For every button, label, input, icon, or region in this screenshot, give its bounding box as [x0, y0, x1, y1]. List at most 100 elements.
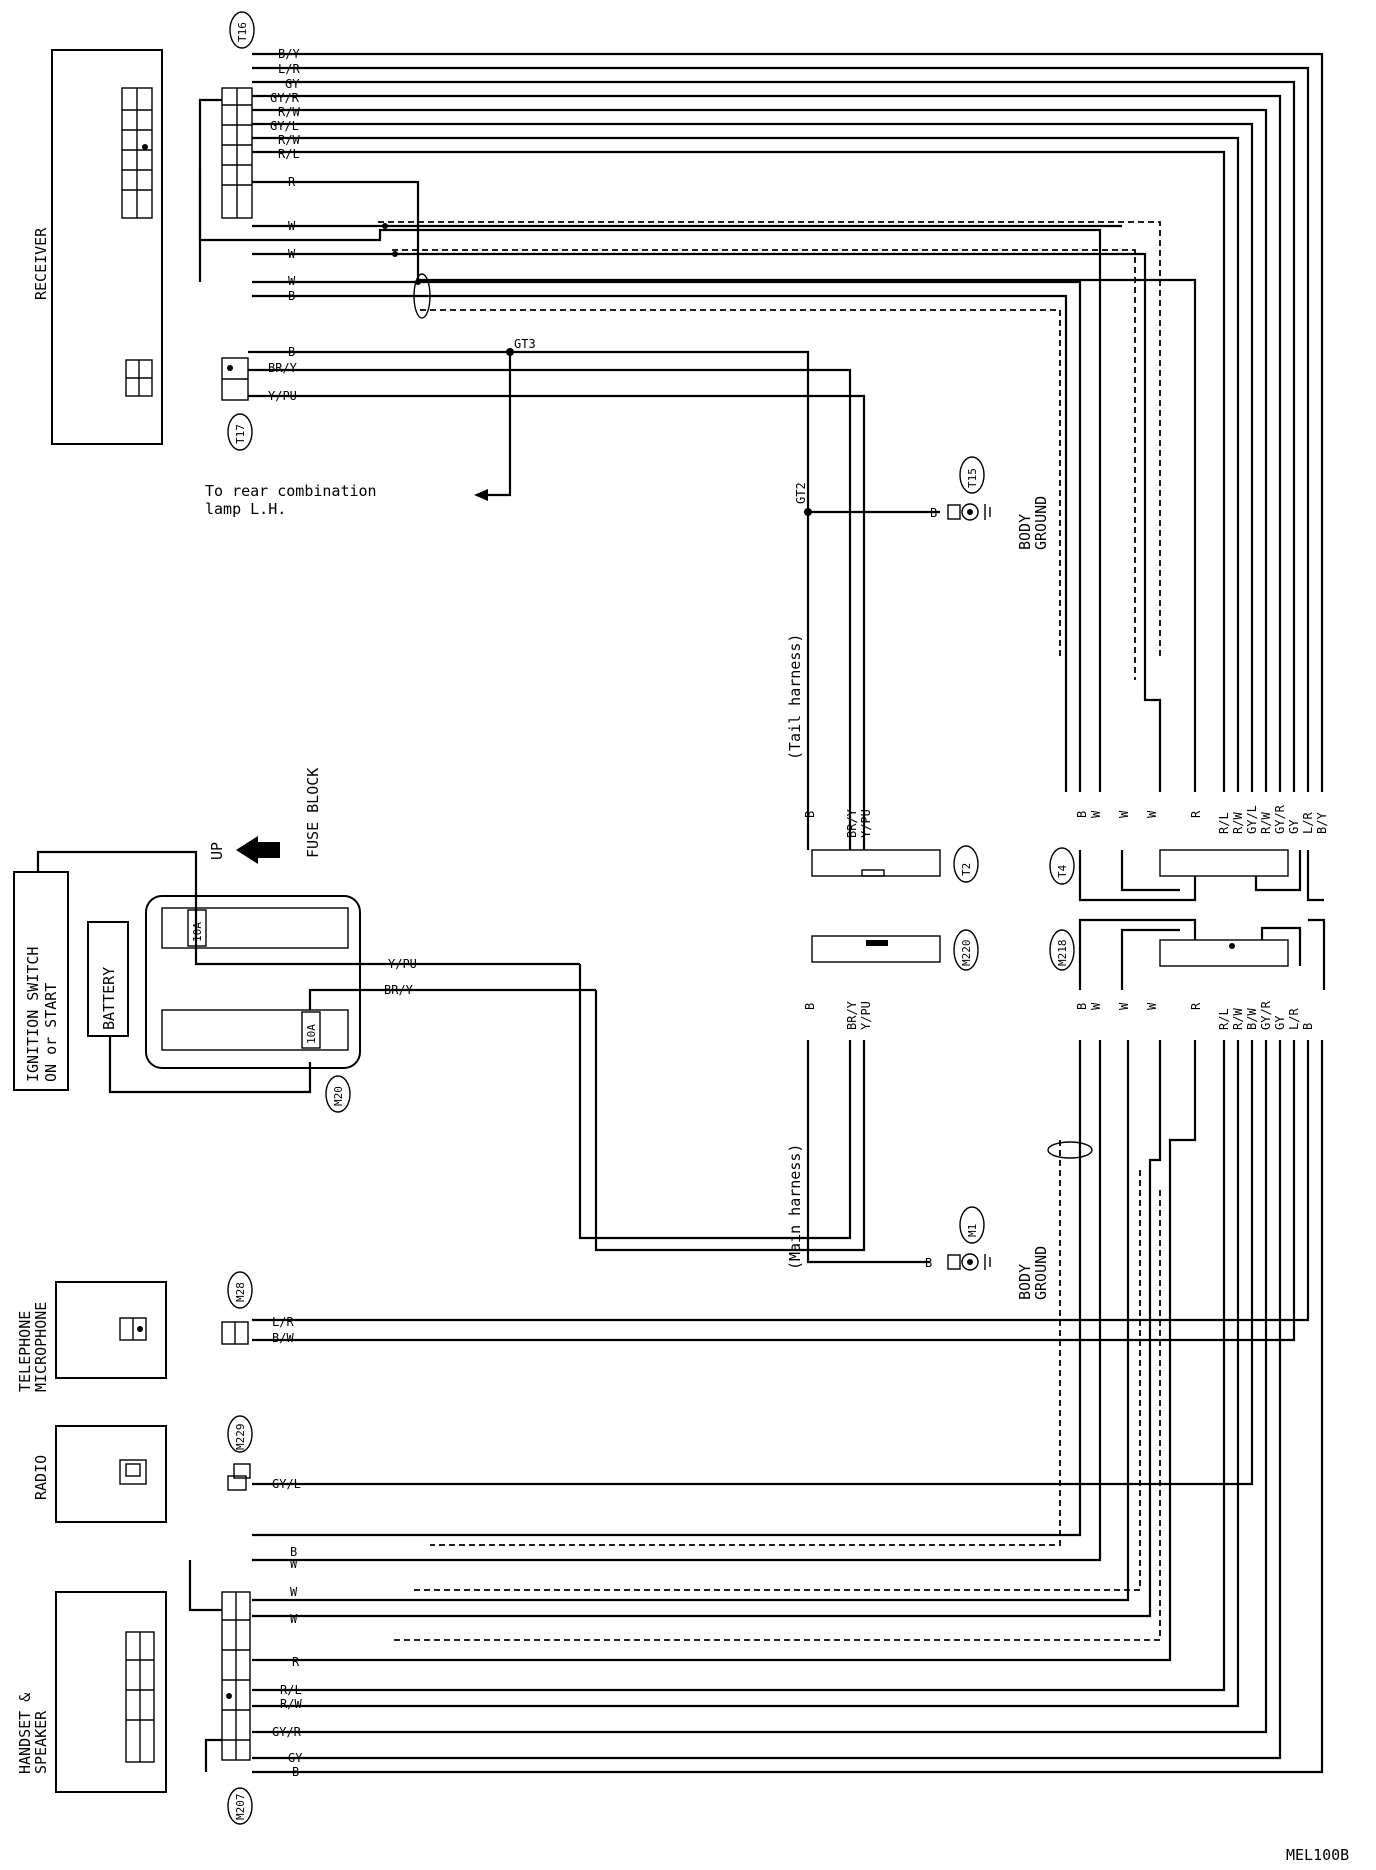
- t15-ground: GT2 B T15 BODY GROUND: [794, 456, 1050, 550]
- svg-text:10A: 10A: [305, 1024, 318, 1044]
- svg-text:W: W: [1117, 1002, 1131, 1010]
- svg-text:GY: GY: [1287, 819, 1301, 834]
- svg-text:TELEPHONE: TELEPHONE: [16, 1311, 34, 1392]
- svg-text:R: R: [292, 1655, 300, 1669]
- svg-text:W: W: [290, 1585, 298, 1599]
- t17-wires: GT3 To rear combination lamp L.H.: [205, 337, 866, 850]
- battery: BATTERY: [87, 921, 312, 1094]
- svg-text:B: B: [290, 1545, 297, 1559]
- receiver-wire-labels: B/Y L/R GY GY/R R/W GY/L R/W R/L R W W W…: [270, 47, 300, 303]
- svg-text:HANDSET &: HANDSET &: [16, 1693, 34, 1774]
- svg-text:To rear combination: To rear combination: [205, 482, 377, 500]
- svg-text:B: B: [1301, 1023, 1315, 1030]
- receiver-box: [51, 49, 163, 445]
- svg-text:M229: M229: [234, 1424, 247, 1451]
- svg-text:W: W: [1145, 1002, 1159, 1010]
- svg-text:W: W: [290, 1557, 298, 1571]
- svg-text:BODY: BODY: [1016, 1264, 1034, 1300]
- receiver-wires: [198, 52, 1324, 792]
- svg-text:GROUND: GROUND: [1032, 1246, 1050, 1300]
- up-arrow-icon: [236, 836, 280, 864]
- svg-text:B/W: B/W: [1245, 1008, 1259, 1030]
- svg-text:B/Y: B/Y: [1315, 812, 1329, 834]
- svg-text:B: B: [1075, 811, 1089, 818]
- svg-text:L/R: L/R: [1287, 1008, 1301, 1030]
- svg-text:RADIO: RADIO: [32, 1455, 50, 1500]
- svg-text:Y/PU: Y/PU: [859, 809, 873, 838]
- svg-text:MICROPHONE: MICROPHONE: [32, 1302, 50, 1392]
- ignition-switch: IGNITION SWITCH ON or START: [13, 850, 198, 1091]
- svg-text:R/W: R/W: [278, 105, 300, 119]
- svg-text:B: B: [930, 506, 937, 520]
- fuse-block: 10A 10A M20: [145, 895, 361, 1113]
- svg-text:GY/L: GY/L: [270, 119, 299, 133]
- svg-text:B/W: B/W: [272, 1331, 294, 1345]
- svg-text:R/W: R/W: [1231, 1008, 1245, 1030]
- gt3-junction: [506, 348, 514, 356]
- svg-text:Y/PU: Y/PU: [388, 957, 417, 971]
- svg-text:GY: GY: [1273, 1015, 1287, 1030]
- svg-text:T15: T15: [966, 468, 979, 488]
- svg-text:R/W: R/W: [280, 1697, 302, 1711]
- arrow-icon: [474, 489, 488, 501]
- svg-text:T17: T17: [234, 424, 247, 444]
- svg-text:L/R: L/R: [272, 1315, 294, 1329]
- svg-text:GY/R: GY/R: [270, 91, 300, 105]
- fuse-up-arrow: UP FUSE BLOCK: [208, 768, 322, 864]
- svg-text:R: R: [1189, 810, 1203, 818]
- svg-text:B: B: [803, 1003, 817, 1010]
- svg-text:BODY: BODY: [1016, 514, 1034, 550]
- svg-text:W: W: [1145, 810, 1159, 818]
- svg-text:IGNITION SWITCH: IGNITION SWITCH: [24, 947, 42, 1082]
- svg-text:R/L: R/L: [1217, 1008, 1231, 1030]
- svg-text:T4: T4: [1056, 864, 1069, 878]
- svg-text:T2: T2: [960, 863, 973, 876]
- t2-connector: B BR/Y Y/PU T2: [803, 808, 979, 883]
- svg-text:W: W: [1117, 810, 1131, 818]
- telephone-microphone: TELEPHONE MICROPHONE M28 L/R B/W: [16, 1271, 294, 1392]
- t17-connector: T17 B BR/Y Y/PU: [221, 345, 298, 451]
- handset-speaker: HANDSET & SPEAKER M207: [16, 1560, 253, 1825]
- svg-text:L/R: L/R: [1301, 812, 1315, 834]
- svg-text:W: W: [1089, 1002, 1103, 1010]
- svg-text:BR/Y: BR/Y: [268, 361, 298, 375]
- svg-text:ON or START: ON or START: [42, 983, 60, 1082]
- svg-text:GY: GY: [285, 77, 300, 91]
- svg-text:R/L: R/L: [278, 147, 300, 161]
- svg-text:BR/Y: BR/Y: [845, 1000, 859, 1030]
- svg-text:T16: T16: [236, 22, 249, 42]
- svg-text:B: B: [1075, 1003, 1089, 1010]
- lower-wires: [252, 1040, 1324, 1774]
- svg-text:BR/Y: BR/Y: [845, 808, 859, 838]
- m220-connector: M220 B BR/Y Y/PU: [803, 929, 979, 1030]
- svg-text:B: B: [292, 1765, 299, 1779]
- svg-text:GY/R: GY/R: [1273, 804, 1287, 834]
- tail-harness-label: (Tail harness): [786, 634, 804, 760]
- fuse-wires: Y/PU BR/Y: [194, 948, 596, 1010]
- svg-text:M28: M28: [234, 1282, 247, 1302]
- svg-text:W: W: [290, 1612, 298, 1626]
- svg-text:UP: UP: [208, 842, 226, 860]
- svg-text:R/W: R/W: [1231, 812, 1245, 834]
- svg-text:M218: M218: [1056, 940, 1069, 967]
- svg-text:lamp L.H.: lamp L.H.: [205, 500, 286, 518]
- svg-text:B: B: [925, 1256, 932, 1270]
- m218-labels: B W W W R R/L R/W B/W GY/R GY L/R B: [1075, 1000, 1315, 1030]
- receiver-label: RECEIVER: [32, 227, 50, 300]
- main-harness-wires: B M1 BODY GROUND: [578, 964, 1050, 1300]
- diagram-code: MEL100B: [1286, 1846, 1349, 1864]
- t4-labels: B W W W R R/L R/W GY/L R/W GY/R GY L/R B…: [1075, 804, 1329, 834]
- svg-text:GY: GY: [288, 1751, 303, 1765]
- svg-text:GT3: GT3: [514, 337, 536, 351]
- svg-text:BATTERY: BATTERY: [100, 967, 118, 1030]
- svg-text:M207: M207: [234, 1794, 247, 1821]
- receiver-connector-icon: [121, 87, 153, 397]
- handset-wire-labels: B W W W R R/L R/W GY/R GY B: [272, 1545, 303, 1779]
- svg-text:R: R: [1189, 1002, 1203, 1010]
- svg-text:M220: M220: [960, 940, 973, 967]
- svg-text:GY/L: GY/L: [272, 1477, 301, 1491]
- svg-text:GT2: GT2: [794, 482, 808, 504]
- t16-connector: T16: [221, 11, 255, 219]
